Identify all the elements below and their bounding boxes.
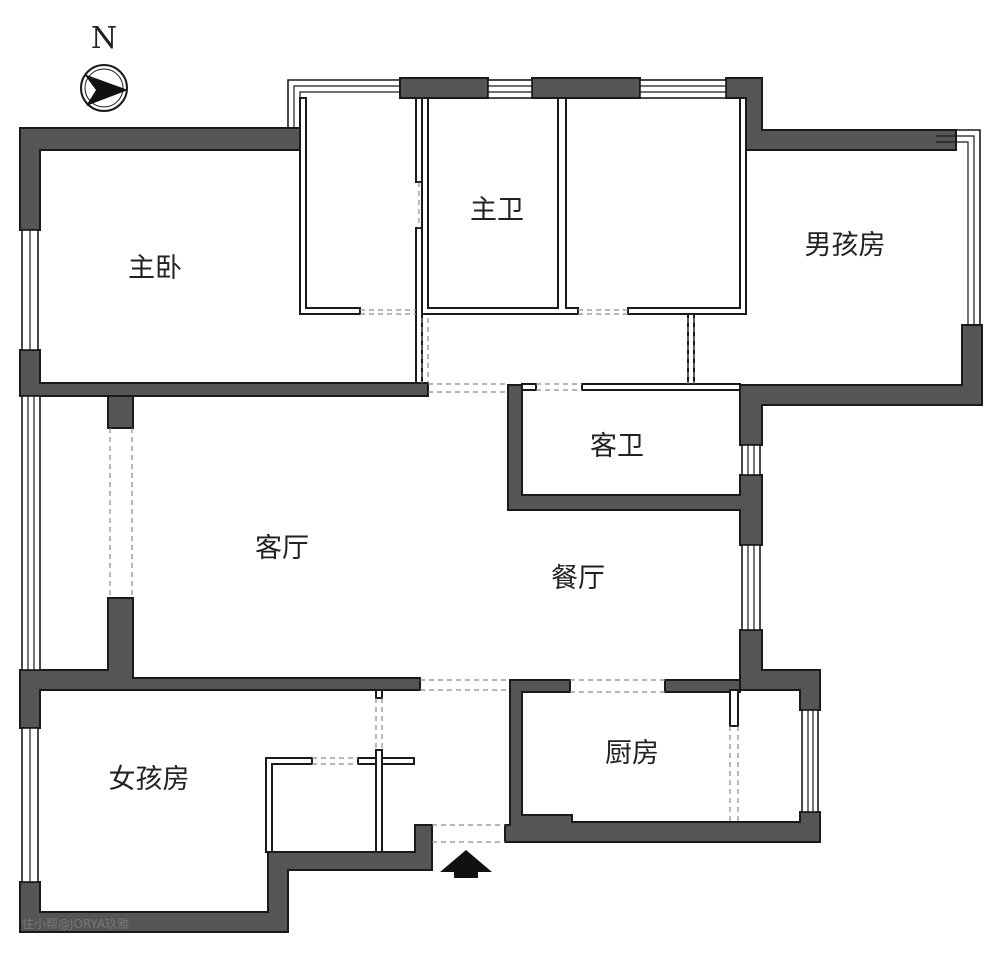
- room-label-girls-room: 女孩房: [109, 764, 190, 795]
- room-label-master-bath: 主卫: [470, 195, 524, 226]
- entrance-arrow-icon: [440, 850, 492, 878]
- watermark: 住小帮@JORYA玖雅: [22, 916, 129, 931]
- compass-needle-icon: [80, 64, 128, 112]
- room-label-living-room: 客厅: [255, 533, 309, 564]
- room-label-master-bedroom: 主卧: [128, 253, 182, 284]
- windows: [21, 79, 981, 883]
- room-label-dining-room: 餐厅: [551, 563, 605, 594]
- exterior-walls: [19, 77, 983, 933]
- room-label-guest-bath: 客卫: [590, 431, 644, 462]
- room-label-boys-room: 男孩房: [805, 230, 886, 261]
- compass: N: [80, 21, 128, 112]
- door-openings: [109, 182, 739, 843]
- room-label-kitchen: 厨房: [605, 738, 659, 769]
- compass-north-label: N: [91, 21, 117, 56]
- room-labels: 主卧 主卫 男孩房 客卫 客厅 餐厅 女孩房 厨房: [109, 195, 886, 795]
- partitions: [265, 97, 747, 853]
